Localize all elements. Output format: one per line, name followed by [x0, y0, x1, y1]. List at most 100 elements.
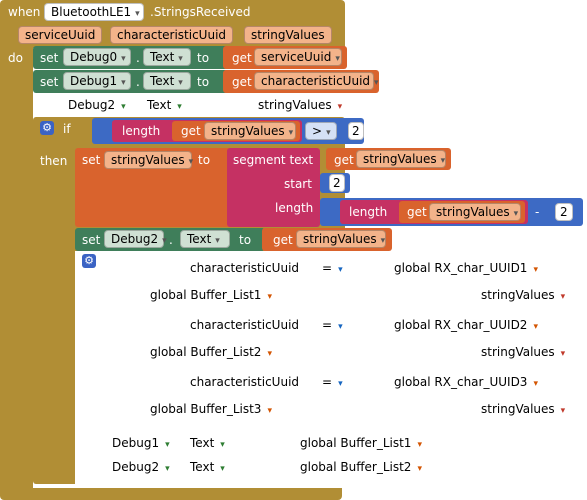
string-values-label: stringValues▾ [481, 288, 566, 302]
disabled-if-block[interactable] [75, 251, 587, 484]
text-prop-label: Text▾ [190, 460, 225, 474]
param-service-uuid[interactable]: serviceUuid [18, 26, 103, 44]
equals-operator: =▾ [322, 375, 343, 389]
chevron-down-icon: ▾ [267, 406, 272, 416]
debug2-dropdown[interactable]: Debug2▾ [104, 230, 167, 248]
string-values-dropdown[interactable]: stringValues▾ [356, 150, 446, 168]
chevron-down-icon: ▾ [337, 102, 343, 112]
start-label: start [284, 177, 312, 191]
debug0-label: Debug0 [70, 50, 118, 64]
dot-label: . [169, 233, 173, 247]
set-label: set [82, 153, 101, 167]
set-label: set [82, 233, 101, 247]
event-name: .StringsReceived [150, 5, 251, 19]
minus-number-input[interactable]: 2 [555, 203, 573, 221]
param-characteristic-uuid[interactable]: characteristicUuid [110, 26, 234, 44]
equals-operator: =▾ [322, 318, 343, 332]
chevron-down-icon: ▾ [215, 236, 220, 246]
chevron-down-icon: ▾ [560, 349, 566, 359]
chevron-down-icon: ▾ [335, 54, 340, 64]
string-values-dropdown[interactable]: stringValues▾ [429, 203, 521, 221]
chevron-down-icon: ▾ [380, 236, 386, 246]
string-values-dropdown[interactable]: stringValues▾ [204, 122, 296, 140]
param-string-values[interactable]: stringValues [244, 26, 332, 44]
get-label: get [232, 75, 252, 89]
buffer-list1-label: global Buffer_List1▾ [150, 288, 272, 302]
event-block-left-rail [0, 46, 33, 490]
text-prop-dropdown[interactable]: Text▾ [143, 72, 191, 90]
buffer-list1-value-label: global Buffer_List1▾ [300, 436, 422, 450]
event-block-bottom [0, 488, 342, 500]
component-dropdown[interactable]: BluetoothLE1▾ [44, 3, 144, 21]
string-values-label: stringValues [211, 124, 285, 138]
chevron-down-icon: ▾ [417, 440, 422, 450]
characteristic-uuid-dropdown[interactable]: characteristicUuid▾ [254, 72, 379, 90]
debug1-dropdown[interactable]: Debug1▾ [63, 72, 131, 90]
chevron-down-icon: ▾ [440, 156, 446, 166]
set-label: set [40, 75, 59, 89]
chevron-down-icon: ▾ [177, 102, 182, 112]
chevron-down-icon: ▾ [178, 54, 183, 64]
debug1-label: Debug1 [70, 74, 118, 88]
chevron-down-icon: ▾ [338, 265, 343, 275]
to-label: to [197, 75, 210, 89]
number-input[interactable]: 2 [348, 122, 364, 140]
chevron-down-icon: ▾ [374, 78, 379, 88]
chevron-down-icon: ▾ [162, 236, 167, 246]
get-label: get [273, 233, 293, 247]
chevron-down-icon: ▾ [560, 292, 566, 302]
debug0-dropdown[interactable]: Debug0▾ [63, 48, 131, 66]
chevron-down-icon: ▾ [267, 292, 272, 302]
length-label: length [122, 124, 161, 138]
to-label: to [239, 233, 252, 247]
chevron-down-icon: ▾ [165, 440, 170, 450]
equals-operator: =▾ [322, 261, 343, 275]
disabled-set-debug2-block[interactable] [33, 93, 345, 117]
debug2-label: Debug2▾ [112, 460, 170, 474]
chevron-down-icon: ▾ [121, 102, 126, 112]
chevron-down-icon: ▾ [288, 128, 294, 138]
service-uuid-dropdown[interactable]: serviceUuid▾ [254, 48, 342, 66]
string-values-var-label: stringValues [111, 153, 185, 167]
text-prop-label: Text▾ [190, 436, 225, 450]
text-prop-dropdown[interactable]: Text▾ [180, 230, 230, 248]
start-number-input[interactable]: 2 [329, 174, 345, 192]
dot-label: . [136, 75, 140, 89]
text-prop-label: Text [187, 232, 212, 246]
to-label: to [197, 51, 210, 65]
chevron-down-icon: ▾ [220, 464, 225, 474]
get-label: get [407, 205, 427, 219]
chevron-down-icon: ▾ [338, 379, 343, 389]
chevron-down-icon: ▾ [165, 464, 170, 474]
string-values-label: stringValues [363, 152, 437, 166]
text-prop-dropdown[interactable]: Text▾ [143, 48, 191, 66]
chevron-down-icon: ▾ [533, 265, 538, 275]
chevron-down-icon: ▾ [178, 78, 183, 88]
characteristic-uuid-label: characteristicUuid [261, 74, 371, 88]
chevron-down-icon: ▾ [533, 322, 538, 332]
string-values-label: stringValues [303, 232, 377, 246]
rx-char-uuid1-label: global RX_char_UUID1▾ [394, 261, 538, 275]
debug2-label: Debug2 [111, 232, 159, 246]
if-label: if [63, 122, 71, 136]
characteristic-uuid-label: characteristicUuid [190, 261, 300, 275]
gear-icon[interactable]: ⚙ [40, 121, 54, 135]
chevron-down-icon: ▾ [417, 464, 422, 474]
debug1-label: Debug1▾ [112, 436, 170, 450]
operator-dropdown[interactable]: >▾ [305, 122, 337, 140]
string-values-var-dropdown[interactable]: stringValues▾ [104, 151, 193, 169]
segment-text-block[interactable] [227, 148, 320, 227]
gear-icon[interactable]: ⚙ [82, 254, 96, 268]
string-values-label: stringValues [436, 205, 510, 219]
text-prop-label: Text [150, 74, 175, 88]
do-label: do [8, 51, 23, 65]
then-label: then [40, 154, 68, 168]
get-label: get [181, 124, 201, 138]
chevron-down-icon: ▾ [533, 379, 538, 389]
length-label: length [349, 205, 388, 219]
string-values-dropdown[interactable]: stringValues▾ [296, 230, 386, 248]
chevron-down-icon: ▾ [135, 9, 140, 19]
string-values-label: stringValues▾ [258, 98, 343, 112]
string-values-label: stringValues▾ [481, 402, 566, 416]
chevron-down-icon: ▾ [121, 78, 126, 88]
